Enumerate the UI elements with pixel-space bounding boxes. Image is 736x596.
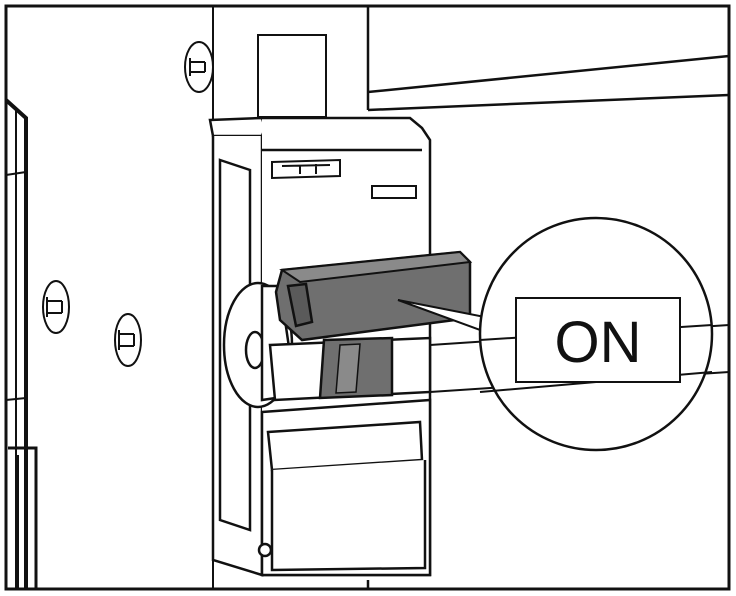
state-label: ON [555,310,642,375]
screw-icon [114,313,142,367]
top-latch [271,158,341,180]
callout-label-box [515,297,681,383]
background-shelf [366,6,730,590]
indicator-window [371,185,417,199]
screw-icon [184,41,214,93]
lower-terminal-cover [257,398,432,577]
switch-lever[interactable] [274,250,473,400]
top-tab [257,34,327,118]
left-enclosure-wall [4,98,38,590]
screw-icon [42,280,70,334]
